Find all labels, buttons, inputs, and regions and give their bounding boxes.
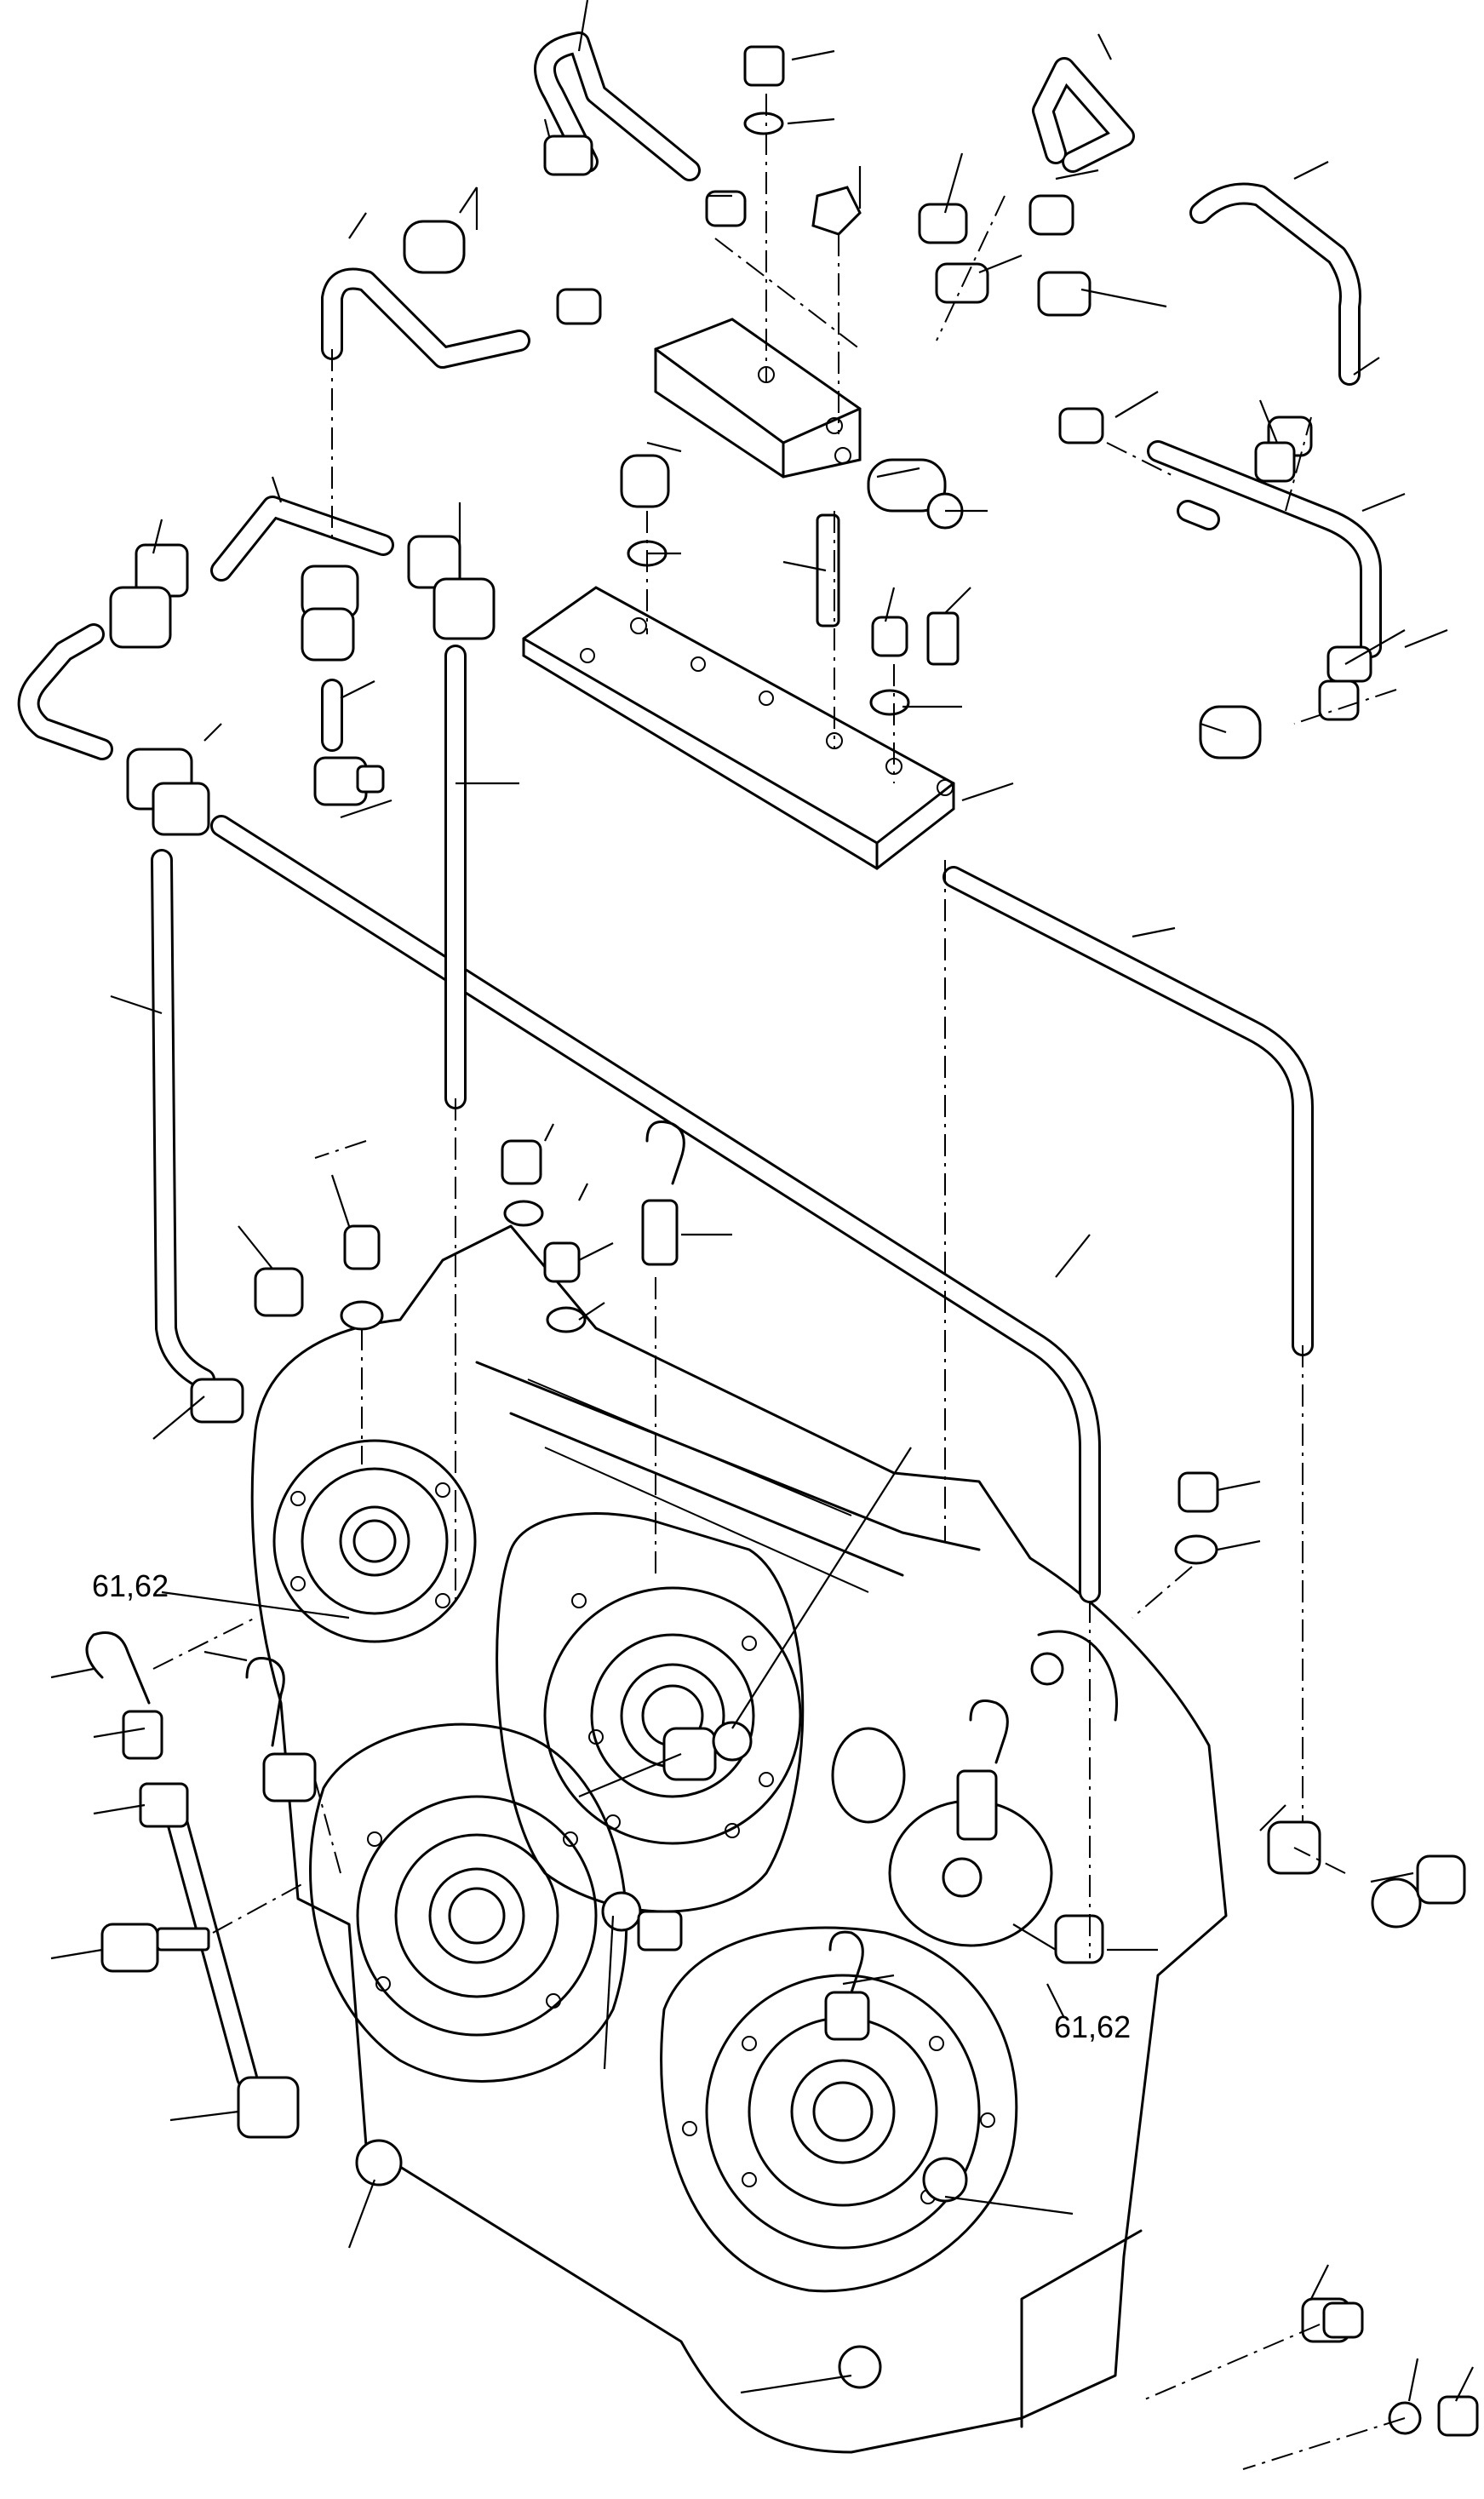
fittings bbox=[85, 45, 1479, 2437]
center-lines bbox=[152, 94, 1406, 2470]
gearbox-housing bbox=[250, 1224, 1228, 2454]
callout-label-61-62-left: 61,62 bbox=[92, 1568, 169, 1603]
distribution-block bbox=[654, 318, 862, 479]
callout-label-61-62-right: 61,62 bbox=[1054, 2009, 1131, 2044]
leader-lines bbox=[50, 0, 1474, 2402]
mounting-plate bbox=[522, 586, 955, 870]
